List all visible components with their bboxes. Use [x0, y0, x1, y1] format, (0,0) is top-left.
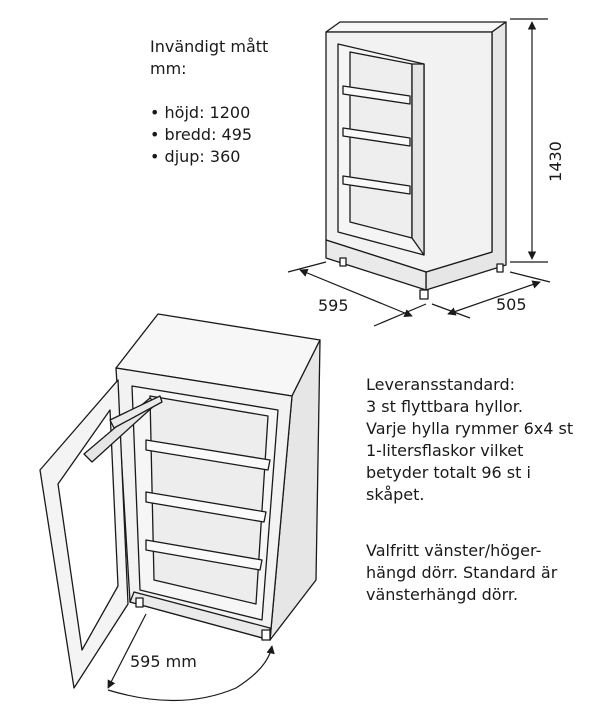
- shelf: [146, 440, 270, 470]
- shelf: [146, 492, 266, 522]
- dimension-lines: [288, 19, 550, 326]
- text-line: Valfritt vänster/höger-: [366, 541, 542, 560]
- height-dimension-label: 1430: [545, 141, 565, 182]
- interior-dimensions-block: Invändigt mått mm: höjd: 1200 bredd: 495…: [150, 36, 300, 168]
- shelf: [343, 86, 410, 104]
- extension-line: [432, 304, 470, 318]
- width-dimension-label: 595: [318, 296, 349, 315]
- extension-line: [510, 272, 550, 282]
- cabinet-open-door-view: [40, 314, 320, 688]
- spec-item-height: höjd: 1200: [150, 102, 300, 124]
- door-glass: [58, 410, 118, 650]
- shelf: [146, 540, 262, 570]
- door-swing-label: 595 mm: [130, 652, 197, 671]
- swing-radius-line: [108, 614, 146, 689]
- cabinet-front-view: [326, 22, 506, 299]
- spec-item-depth: djup: 360: [150, 146, 300, 168]
- extension-line: [288, 262, 326, 272]
- foot: [497, 264, 503, 272]
- text-line: skåpet.: [366, 485, 425, 504]
- shelves: [343, 86, 410, 194]
- foot: [340, 258, 346, 266]
- foot: [420, 290, 428, 299]
- swing-arc: [108, 645, 275, 701]
- delivery-standard-text: Leveransstandard: 3 st flyttbara hyllor.…: [366, 374, 606, 506]
- text-line: hängd dörr. Standard är: [366, 563, 558, 582]
- foot: [262, 630, 270, 640]
- text-line: Varje hylla rymmer 6x4 st: [366, 419, 574, 438]
- cabinet-plinth: [130, 592, 270, 640]
- text-line: betyder totalt 96 st i: [366, 463, 531, 482]
- text-line: 3 st flyttbara hyllor.: [366, 397, 523, 416]
- door-hinge-note: Valfritt vänster/höger- hängd dörr. Stan…: [366, 540, 606, 606]
- door-swing-indicator: [108, 614, 275, 701]
- text-line: 1-litersflaskor vilket: [366, 441, 524, 460]
- cabinet-inner-wall: [412, 64, 424, 255]
- width-dimension-line: [299, 268, 413, 318]
- specs-title-line: Invändigt mått: [150, 37, 269, 56]
- shelves: [146, 440, 270, 570]
- depth-dimension-line: [447, 280, 541, 316]
- text-line: Leveransstandard:: [366, 375, 516, 394]
- depth-dimension-label: 505: [496, 295, 527, 314]
- specs-title-line: mm:: [150, 59, 187, 78]
- shelf: [343, 128, 410, 146]
- spec-item-width: bredd: 495: [150, 124, 300, 146]
- foot: [136, 598, 143, 607]
- extension-line: [374, 304, 426, 326]
- cabinet-top-face: [326, 22, 506, 32]
- door-stay-arm: [110, 396, 162, 428]
- text-line: vänsterhängd dörr.: [366, 585, 519, 604]
- shelf: [343, 176, 410, 194]
